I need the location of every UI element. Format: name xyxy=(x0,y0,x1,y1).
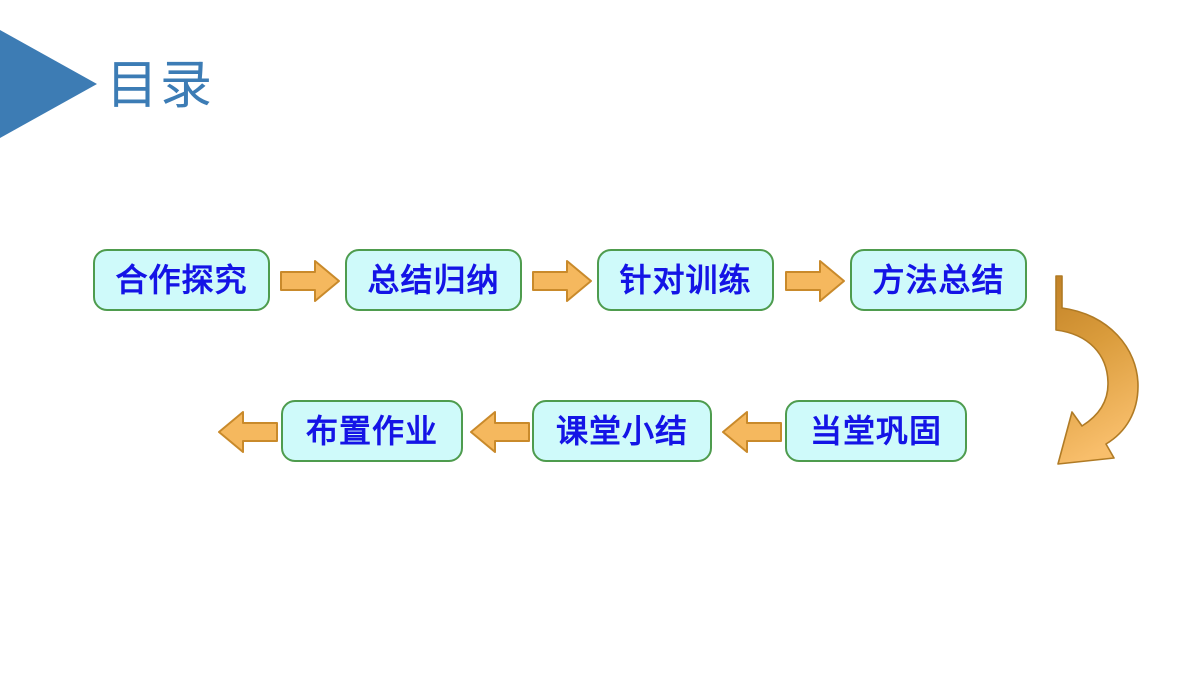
title-triangle-decoration xyxy=(0,30,97,138)
flow-step-label-5: 当堂巩固 xyxy=(809,413,942,449)
flow-step-label-1: 合作探究 xyxy=(115,262,248,298)
arrow-right-icon-2 xyxy=(531,258,593,304)
flow-step-box-3[interactable]: 针对训练 xyxy=(597,249,774,311)
flow-step-box-6[interactable]: 课堂小结 xyxy=(532,400,712,462)
arrow-left-icon-3 xyxy=(217,409,279,455)
flow-step-box-7[interactable]: 布置作业 xyxy=(281,400,463,462)
flow-step-label-4: 方法总结 xyxy=(872,262,1005,298)
curved-arrow-icon xyxy=(1036,262,1186,474)
flow-step-box-2[interactable]: 总结归纳 xyxy=(345,249,522,311)
arrow-right-icon-1 xyxy=(279,258,341,304)
arrow-right-icon-3 xyxy=(784,258,846,304)
flow-step-box-1[interactable]: 合作探究 xyxy=(93,249,270,311)
flow-step-box-5[interactable]: 当堂巩固 xyxy=(785,400,967,462)
page-title: 目录 xyxy=(106,57,215,115)
flow-step-label-2: 总结归纳 xyxy=(367,262,500,298)
flow-step-box-4[interactable]: 方法总结 xyxy=(850,249,1027,311)
flow-step-label-6: 课堂小结 xyxy=(555,413,688,449)
arrow-left-icon-2 xyxy=(469,409,531,455)
arrow-left-icon-1 xyxy=(721,409,783,455)
flow-step-label-7: 布置作业 xyxy=(305,413,438,449)
flow-step-label-3: 针对训练 xyxy=(619,262,752,298)
